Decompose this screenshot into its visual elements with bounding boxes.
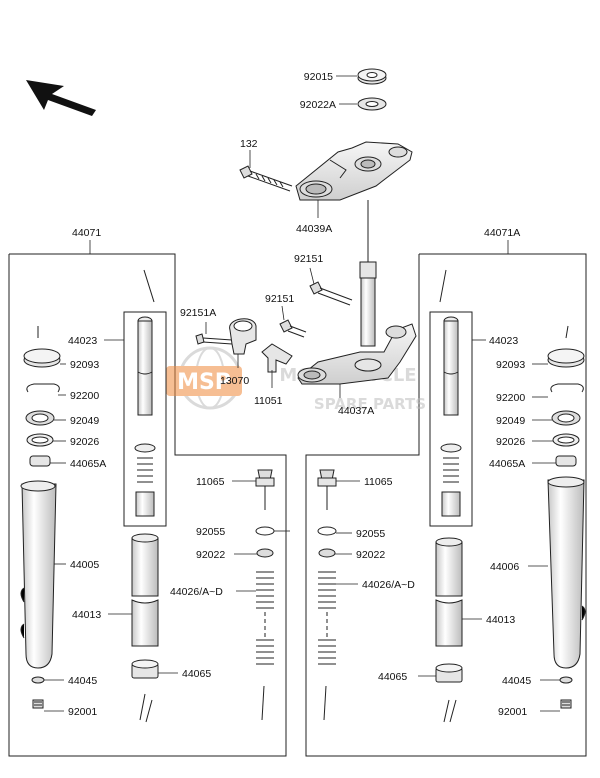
label-left-44026: 44026/A~D: [170, 586, 223, 598]
label-left-44013: 44013: [72, 609, 101, 621]
label-11051: 11051: [254, 395, 283, 407]
label-right-92055: 92055: [356, 528, 385, 540]
label-right-44065A: 44065A: [489, 458, 525, 470]
label-92151A: 92151A: [180, 307, 216, 319]
group-box-right: [305, 253, 587, 757]
label-92015: 92015: [304, 71, 333, 83]
label-left-92026: 92026: [70, 436, 99, 448]
parts-left-inner: [131, 533, 159, 679]
steering-stem-44037A: [297, 200, 417, 385]
label-right-44023: 44023: [489, 335, 518, 347]
leader-lines: [44, 75, 560, 712]
label-92151-top: 92151: [294, 253, 323, 265]
label-right-44045: 44045: [502, 675, 531, 687]
watermark-logo-text: MSP: [177, 370, 231, 395]
label-right-92026: 92026: [496, 436, 525, 448]
label-left-44065: 44065: [182, 668, 211, 680]
label-left-44065A: 44065A: [70, 458, 106, 470]
label-right-92022: 92022: [356, 549, 385, 561]
washer-92022A: [357, 97, 387, 111]
watermark-line2: SPARE PARTS: [314, 395, 426, 413]
bolt-92151A: [195, 333, 233, 345]
label-left-92093: 92093: [70, 359, 99, 371]
label-right-92049: 92049: [496, 415, 525, 427]
label-left-92022: 92022: [196, 549, 225, 561]
label-92151-mid: 92151: [265, 293, 294, 305]
label-right-44065: 44065: [378, 671, 407, 683]
bolt-92151-top: [309, 281, 353, 306]
clamp-13070: [229, 318, 257, 355]
label-13070: 13070: [220, 375, 249, 387]
nut-92015: [357, 68, 387, 85]
arrow-line-left: [143, 269, 155, 303]
label-right-11065: 11065: [364, 476, 393, 488]
fork-tube-44023-left: [123, 311, 167, 527]
label-right-44013: 44013: [486, 614, 515, 626]
parts-right-center: [317, 469, 337, 721]
label-right-92200: 92200: [496, 392, 525, 404]
label-92022A: 92022A: [300, 99, 336, 111]
label-132: 132: [240, 138, 258, 150]
label-44037A: 44037A: [338, 405, 374, 417]
label-right-92093: 92093: [496, 359, 525, 371]
parts-left-stack: [20, 326, 61, 709]
bolt-132: [239, 165, 293, 192]
label-right-92001: 92001: [498, 706, 527, 718]
label-left-44023: 44023: [68, 335, 97, 347]
label-left-44005: 44005: [70, 559, 99, 571]
label-left-44045: 44045: [68, 675, 97, 687]
label-right-44026: 44026/A~D: [362, 579, 415, 591]
direction-arrow-icon: [26, 80, 96, 116]
label-44071: 44071: [72, 227, 101, 239]
fork-tube-44023-right: [429, 311, 473, 527]
label-left-11065: 11065: [196, 476, 225, 488]
parts-left-center: [255, 469, 275, 721]
bolt-92151-mid: [279, 319, 307, 338]
part-labels: 92015 92022A 132 44039A 44071 44071A 921…: [68, 71, 531, 718]
label-left-92055: 92055: [196, 526, 225, 538]
label-left-92001: 92001: [68, 706, 97, 718]
bracket-11051: [261, 343, 293, 373]
parts-right-inner: [435, 537, 463, 683]
label-left-92200: 92200: [70, 390, 99, 402]
parts-right-stack: [547, 325, 586, 709]
label-right-44006: 44006: [490, 561, 519, 573]
label-44039A: 44039A: [296, 223, 332, 235]
upper-bracket-44039A: [295, 141, 413, 201]
group-box-left: [8, 253, 287, 757]
label-left-92049: 92049: [70, 415, 99, 427]
label-44071A: 44071A: [484, 227, 520, 239]
